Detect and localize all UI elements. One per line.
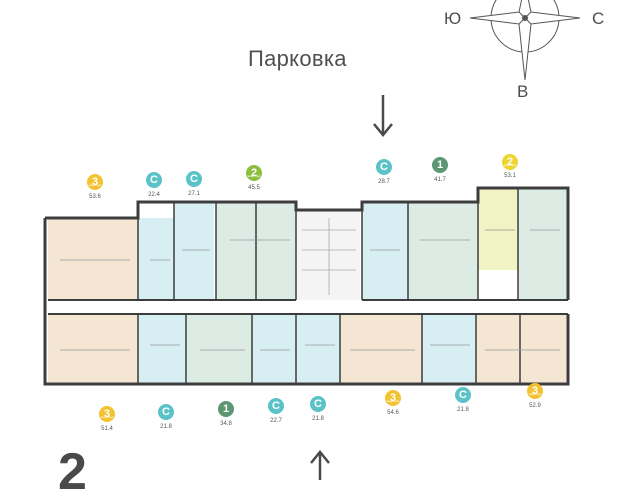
floor-number: 2 <box>58 443 87 501</box>
unit-area: 21.8 <box>457 407 469 413</box>
apartment-top-1 <box>48 218 138 300</box>
apartment-top-5 <box>362 202 408 300</box>
unit-area: 41.7 <box>434 177 446 183</box>
apartment-top-2 <box>138 218 174 300</box>
apartment-bottom-3 <box>186 314 252 384</box>
room-type-badge: С <box>455 387 471 403</box>
compass-west-label: Ю <box>444 9 462 28</box>
unit-area: 21.8 <box>160 424 172 430</box>
apartment-bottom-6 <box>340 314 422 384</box>
room-type-badge: С <box>268 398 284 414</box>
unit-area: 51.4 <box>101 426 113 432</box>
arrow-up-icon <box>310 450 330 480</box>
floor-plan <box>43 186 570 386</box>
corridor <box>48 300 568 314</box>
apartment-bottom-7 <box>422 314 476 384</box>
unit-area: 45.5 <box>248 185 260 191</box>
unit-area: 54.6 <box>387 410 399 416</box>
apartment-top-3 <box>174 202 214 300</box>
apartment-bottom-1 <box>48 314 138 384</box>
unit-area: 27.1 <box>188 191 200 197</box>
unit-area: 34.8 <box>220 421 232 427</box>
apartment-top-7 <box>478 188 518 270</box>
unit-area: 53.1 <box>504 173 516 179</box>
unit-area: 22.7 <box>270 418 282 424</box>
apartment-top-8 <box>518 188 568 300</box>
apartment-top-6 <box>408 202 478 300</box>
arrow-down-icon <box>373 95 393 137</box>
apartment-bottom-8 <box>476 314 568 384</box>
unit-area: 53.6 <box>89 194 101 200</box>
stair-core <box>296 210 360 300</box>
room-type-badge: С <box>146 172 162 188</box>
parking-label: Парковка <box>248 46 347 71</box>
room-type-badge: 1 <box>218 401 234 417</box>
compass: Ю С В <box>440 0 610 101</box>
apartment-bottom-4 <box>252 314 296 384</box>
compass-south-label: В <box>517 82 529 101</box>
compass-east-label: С <box>592 9 605 28</box>
unit-area: 28.7 <box>378 179 390 185</box>
room-type-badge: 1 <box>432 157 448 173</box>
room-type-badge: С <box>310 396 326 412</box>
apartment-bottom-5 <box>296 314 340 384</box>
room-type-badge: С <box>158 404 174 420</box>
unit-area: 52.9 <box>529 403 541 409</box>
room-type-badge: С <box>376 159 392 175</box>
apartment-bottom-2 <box>138 314 186 384</box>
unit-area: 21.8 <box>312 416 324 422</box>
unit-area: 22.4 <box>148 192 160 198</box>
compass-rose-icon <box>469 0 581 81</box>
room-type-badge: С <box>186 171 202 187</box>
